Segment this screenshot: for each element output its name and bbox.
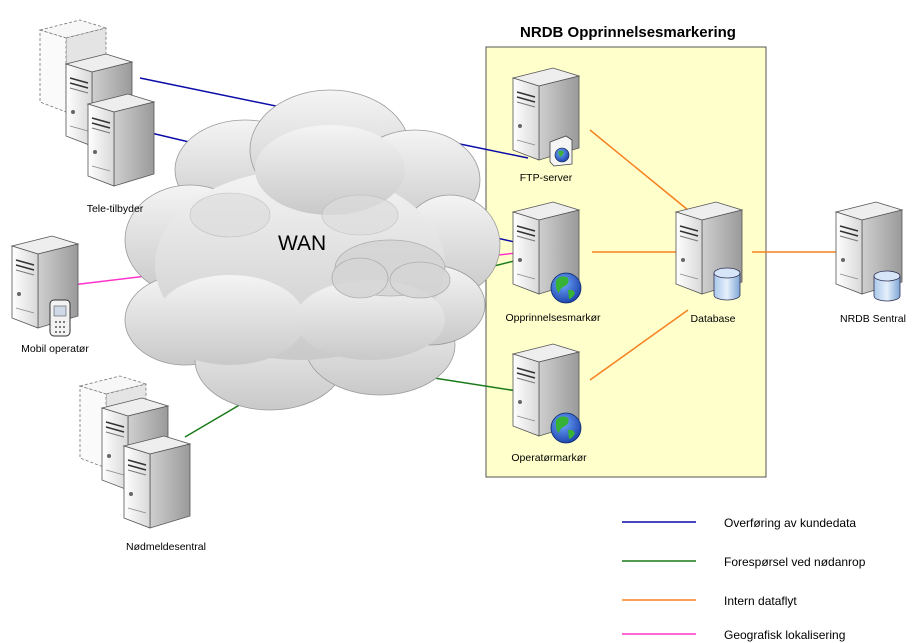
nodmeldesentral-group: Nødmeldesentral	[79, 375, 206, 553]
label-nodmeldesentral: Nødmeldesentral	[126, 541, 206, 553]
ftp-server-group: FTP-server	[512, 67, 580, 184]
legend: Overføring av kundedata Forespørsel ved …	[622, 516, 866, 642]
label-opprinnelsesmarkor: Opprinnelsesmarkør	[505, 312, 601, 324]
legend-label-1: Forespørsel ved nødanrop	[724, 555, 866, 569]
cloud-label: WAN	[278, 232, 326, 255]
nrdb-sentral-group: NRDB Sentral	[835, 201, 906, 325]
database-icon	[713, 267, 741, 301]
server-icon	[87, 93, 155, 187]
label-ftp-server: FTP-server	[520, 172, 573, 184]
server-icon	[123, 435, 191, 529]
globe-icon	[550, 412, 582, 444]
label-database: Database	[691, 313, 736, 325]
label-tele-tilbyder: Tele-tilbyder	[87, 203, 144, 215]
opprinnelsesmarkor-group: Opprinnelsesmarkør	[505, 201, 601, 324]
line-internal	[589, 309, 689, 381]
folder-globe-icon	[549, 135, 573, 167]
label-mobil-operator: Mobil operatør	[21, 343, 89, 355]
label-operatormarkor: Operatørmarkør	[511, 452, 587, 464]
zone-title: NRDB Opprinnelsesmarkering	[520, 24, 736, 41]
label-nrdb-sentral: NRDB Sentral	[840, 313, 906, 325]
globe-icon	[550, 272, 582, 304]
operatormarkor-group: Operatørmarkør	[511, 343, 587, 464]
mobil-operator-group: Mobil operatør	[11, 235, 89, 355]
legend-label-3: Geografisk lokalisering	[724, 628, 845, 642]
legend-label-2: Intern dataflyt	[724, 594, 797, 608]
tele-tilbyder-group: Tele-tilbyder	[39, 19, 155, 215]
database-group: Database	[675, 201, 743, 325]
database-icon	[873, 270, 901, 302]
legend-label-0: Overføring av kundedata	[724, 516, 856, 530]
wan-cloud: WAN	[124, 89, 501, 411]
mobile-phone-icon	[49, 299, 71, 337]
line-internal	[589, 129, 689, 211]
